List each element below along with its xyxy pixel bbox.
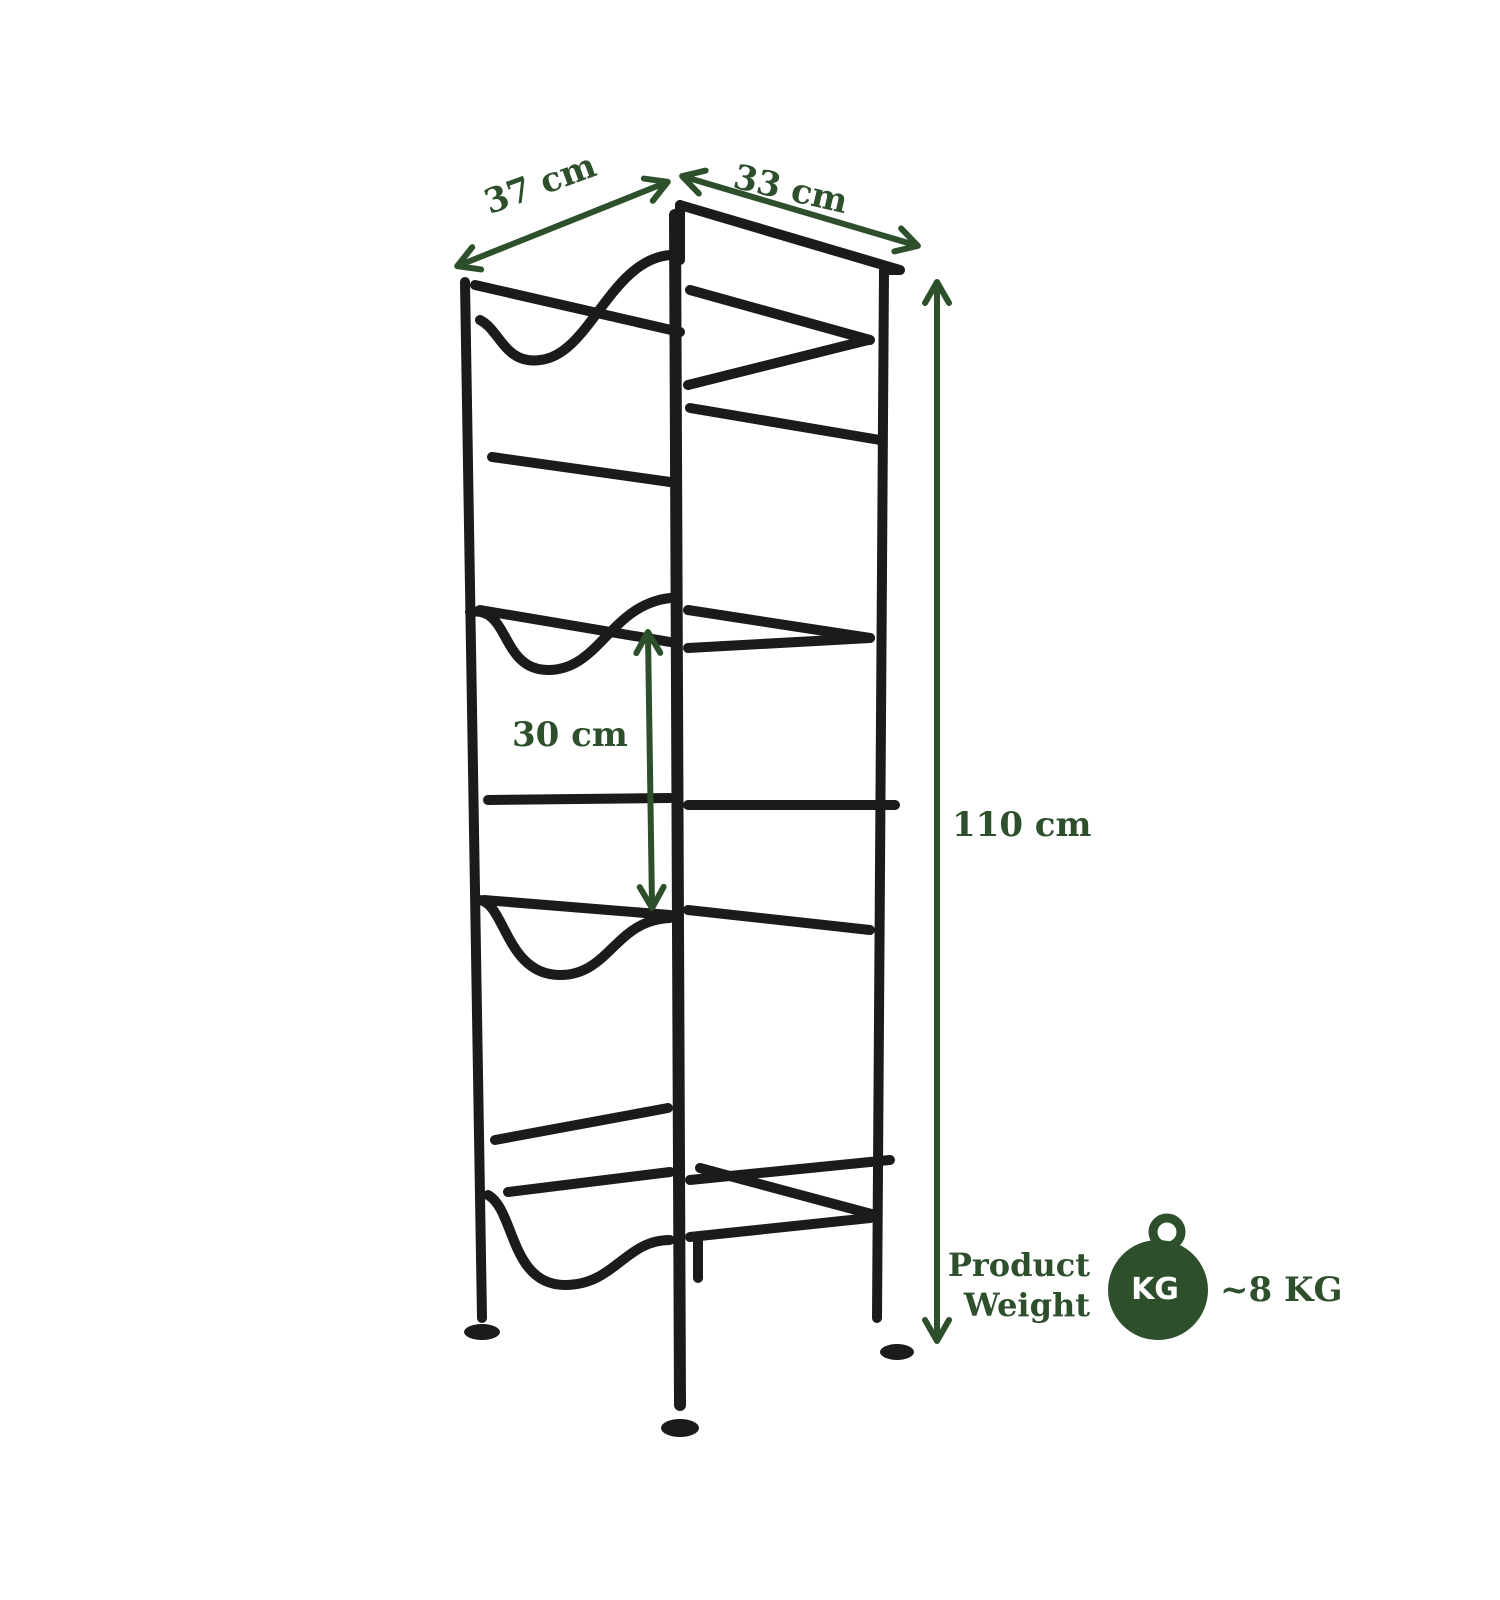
wave-holder-4 [483,1190,675,1290]
weight-value: ~8 KG [1220,1270,1343,1310]
wave-holder-1 [475,250,675,366]
kettlebell-weight-icon [1108,1213,1208,1340]
height-label: 110 cm [952,805,1092,845]
top-right-rail [675,200,905,275]
wave-holder-3 [473,895,675,980]
rack-feet [464,1324,914,1437]
back-right-post [872,265,889,1323]
wave-holder-2 [465,593,675,675]
shelf-spacing-label: 30 cm [512,715,628,755]
width-arrow [454,175,671,273]
rack-frame [460,200,905,1411]
front-center-post [669,209,686,1411]
top-cross-rail [683,335,873,390]
depth-arrow [679,167,921,255]
weight-label-line1: Product [947,1246,1090,1284]
weight-label: Product Weight [940,1245,1090,1325]
weight-label-line2: Weight [963,1286,1090,1324]
kg-icon-text: KG [1131,1272,1179,1307]
front-left-post [460,277,487,1323]
shelf-spacing-arrow [633,629,667,911]
top-left-rail [470,280,685,337]
